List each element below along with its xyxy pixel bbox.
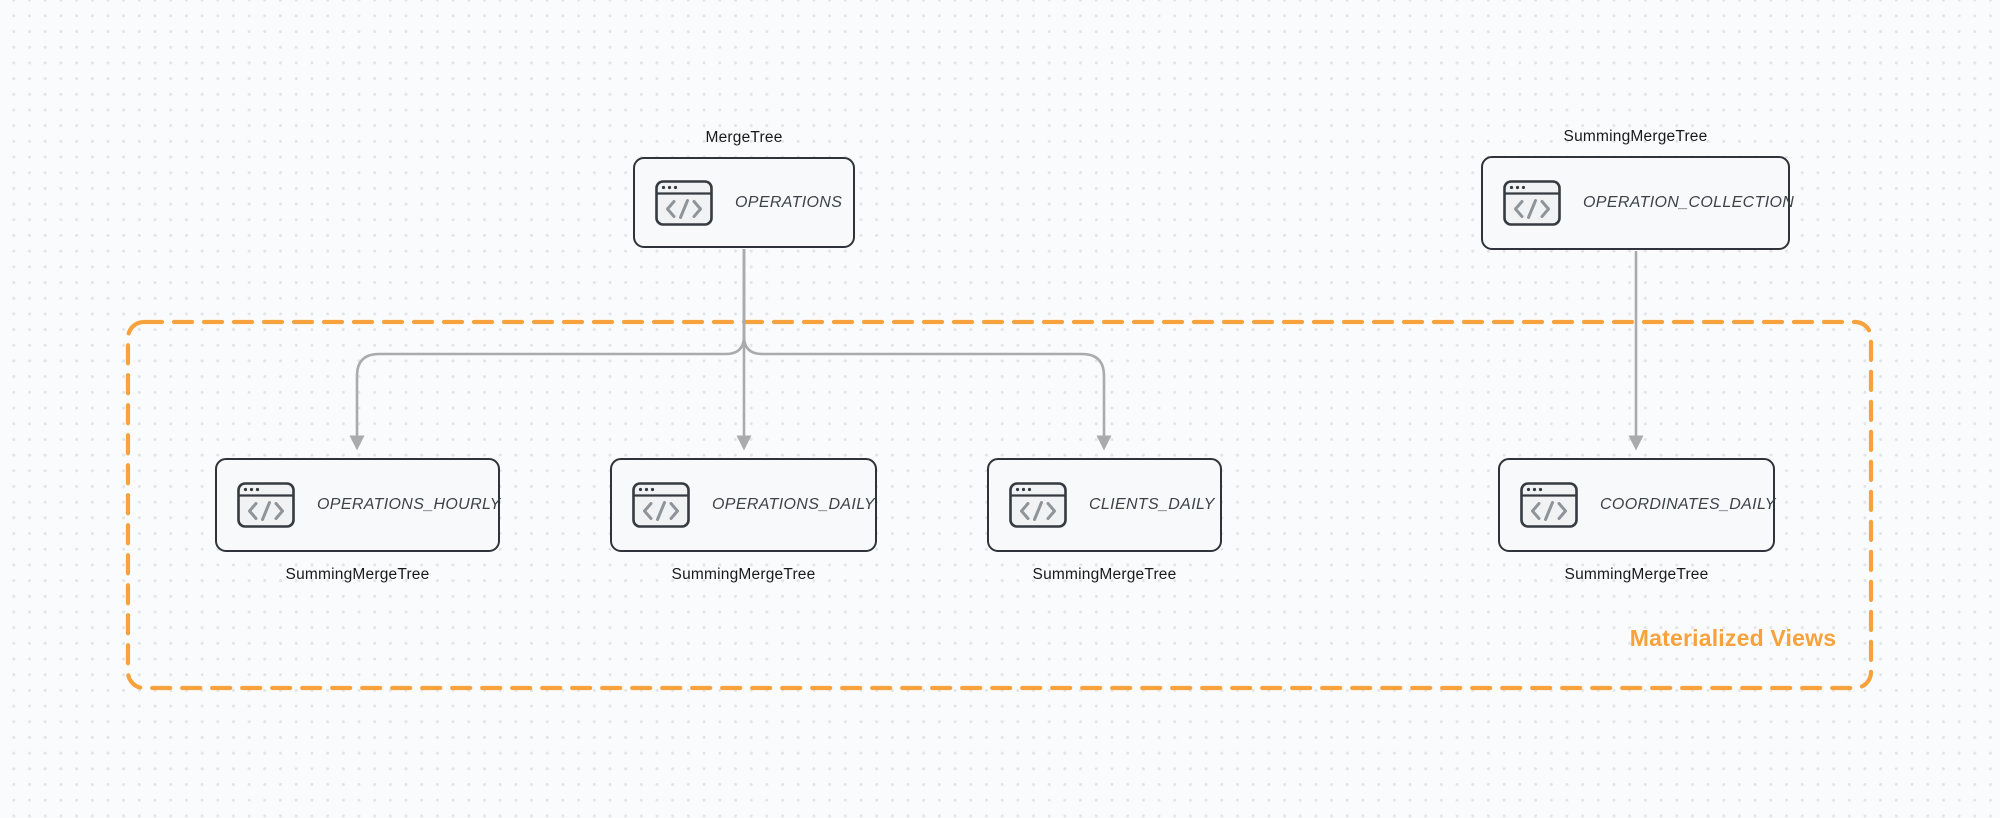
- node-clients-daily[interactable]: SummingMergeTree CLIENTS_DAILY: [987, 458, 1222, 586]
- engine-label: SummingMergeTree: [671, 566, 816, 583]
- node-operations[interactable]: MergeTree OPERATIONS: [633, 127, 855, 248]
- code-window-icon: [1503, 180, 1561, 226]
- node-operations-hourly[interactable]: SummingMergeTree OPERATIONS_HOURLY: [215, 458, 500, 586]
- engine-label: MergeTree: [705, 129, 783, 146]
- table-box[interactable]: CLIENTS_DAILY: [987, 458, 1222, 552]
- table-name: OPERATIONS: [735, 193, 843, 211]
- table-name: OPERATION_COLLECTION: [1583, 194, 1795, 211]
- table-name: OPERATIONS_DAILY: [712, 496, 875, 513]
- materialized-views-label: Materialized Views: [1629, 625, 1837, 651]
- code-window-icon: [1520, 482, 1578, 528]
- engine-label: SummingMergeTree: [1032, 566, 1177, 583]
- table-box[interactable]: OPERATIONS: [633, 157, 855, 248]
- table-box[interactable]: OPERATIONS_DAILY: [610, 458, 877, 552]
- node-operations-daily[interactable]: SummingMergeTree OPERATIONS_DAILY: [610, 458, 877, 586]
- engine-label: SummingMergeTree: [285, 566, 430, 583]
- edge-operations-to-clients-daily: [742, 249, 1112, 451]
- engine-label: SummingMergeTree: [1564, 566, 1709, 583]
- engine-label: SummingMergeTree: [1563, 128, 1708, 145]
- table-box[interactable]: COORDINATES_DAILY: [1498, 458, 1775, 552]
- code-window-icon: [655, 179, 713, 226]
- table-box[interactable]: OPERATION_COLLECTION: [1481, 156, 1794, 250]
- node-operation-collection[interactable]: SummingMergeTree OPERATION_COLLECTION: [1481, 126, 1794, 250]
- edge-operations-to-operations-hourly: [349, 249, 746, 451]
- table-name: COORDINATES_DAILY: [1600, 496, 1776, 513]
- code-window-icon: [237, 482, 295, 528]
- table-name: CLIENTS_DAILY: [1089, 496, 1215, 513]
- table-box[interactable]: OPERATIONS_HOURLY: [215, 458, 500, 552]
- code-window-icon: [1009, 482, 1067, 528]
- code-window-icon: [632, 482, 690, 528]
- node-coordinates-daily[interactable]: SummingMergeTree COORDINATES_DAILY: [1498, 458, 1775, 586]
- table-name: OPERATIONS_HOURLY: [317, 496, 501, 513]
